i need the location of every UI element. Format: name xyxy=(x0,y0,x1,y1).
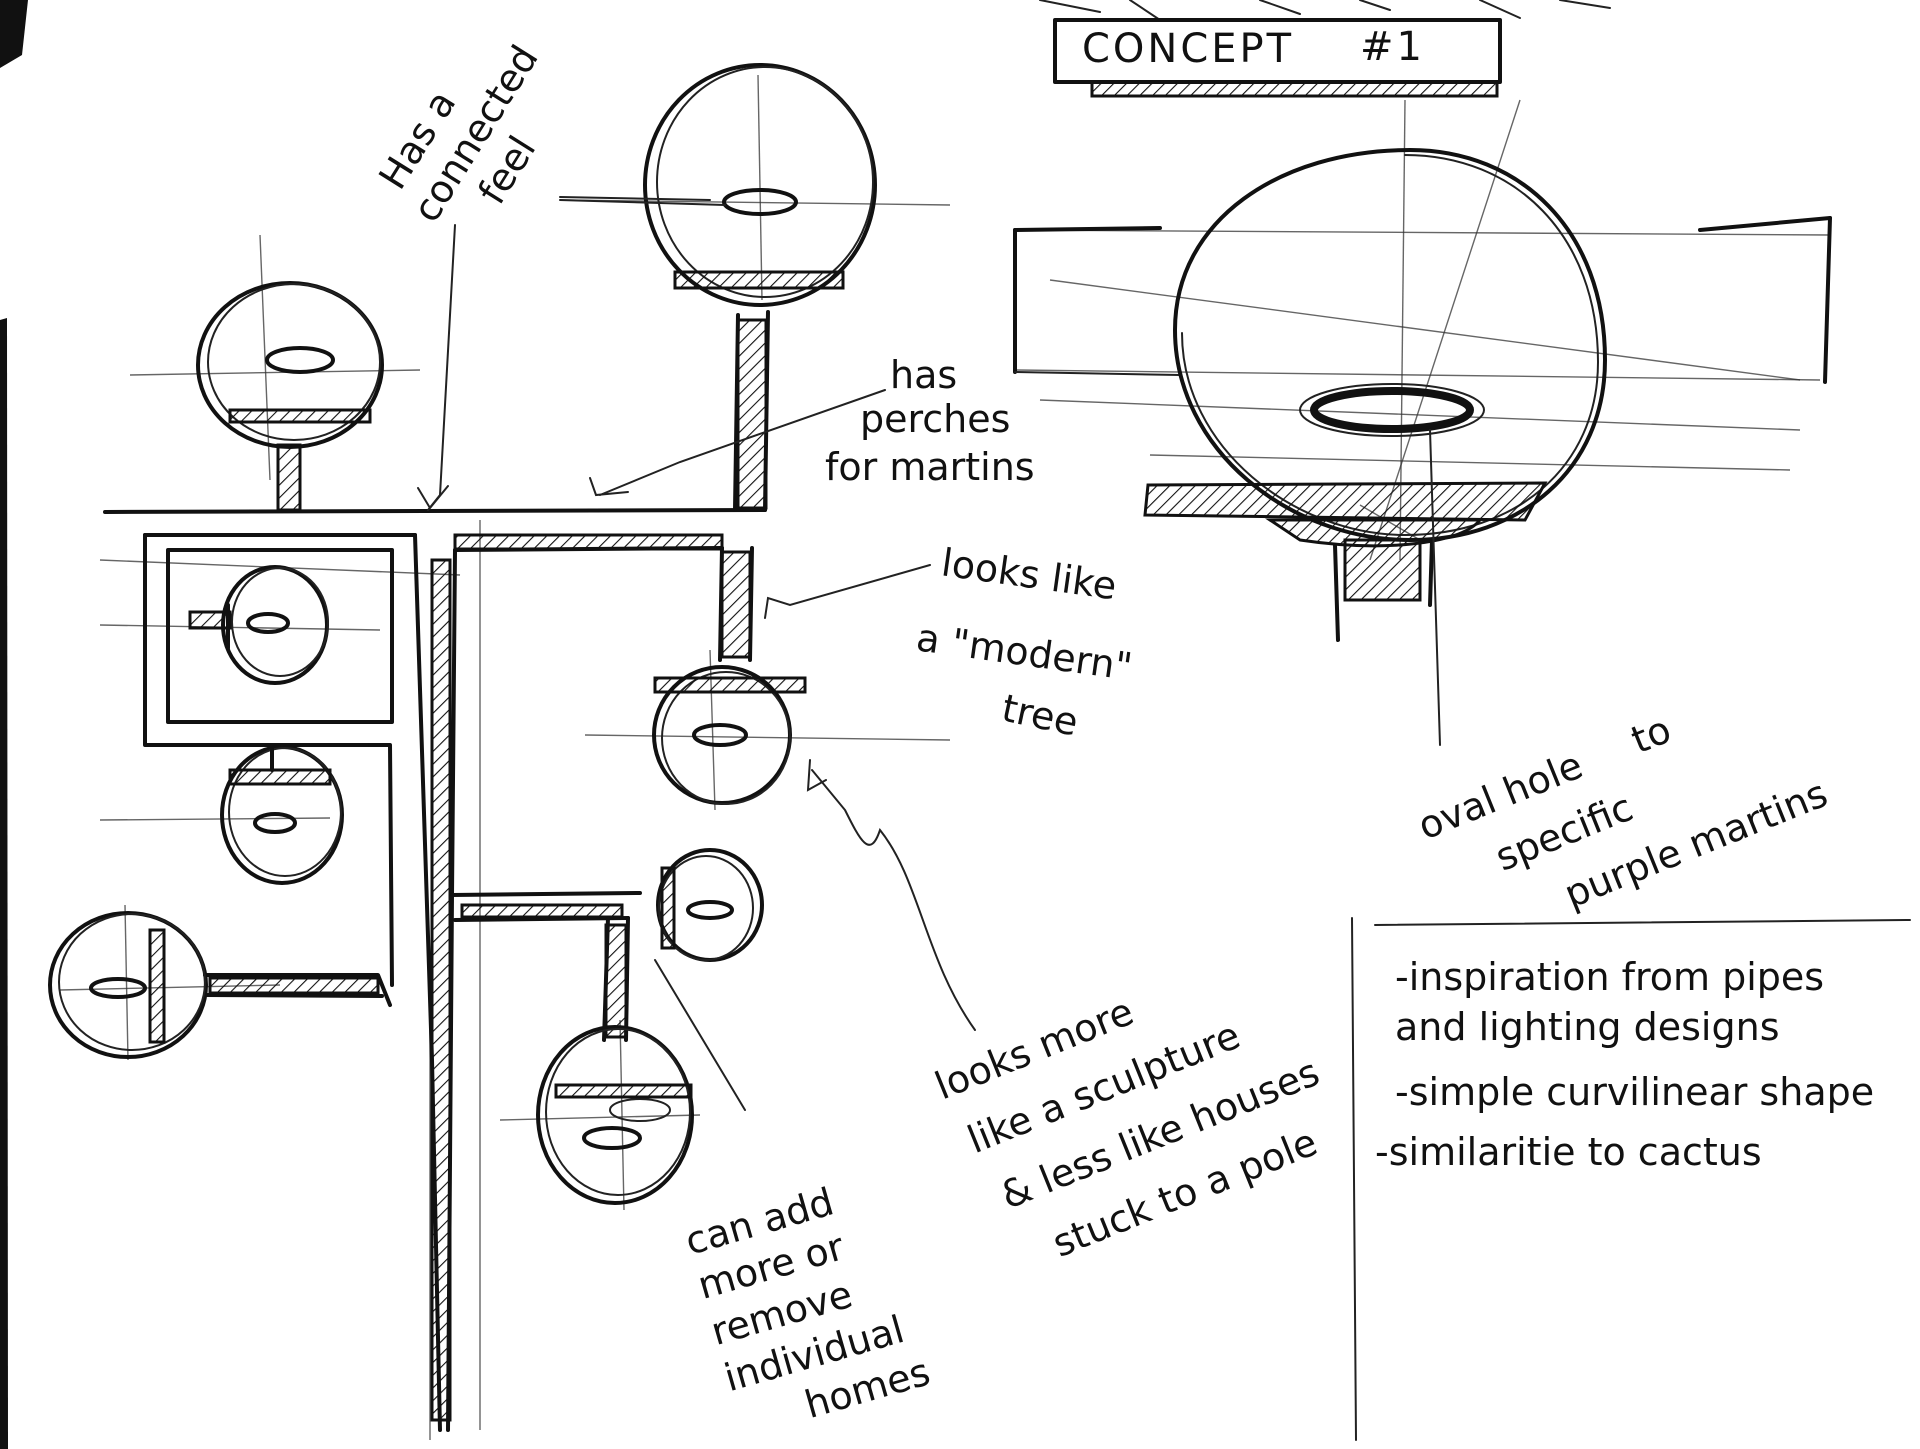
note-item: and lighting designs xyxy=(1395,1005,1780,1049)
annotation-connected-feel: Has a connected feel xyxy=(370,38,546,230)
annotation-line: a "modern" xyxy=(914,615,1135,689)
annotation-line: looks like xyxy=(939,540,1120,608)
birdhouse-top-center xyxy=(559,63,877,307)
annotation-sculpture: looks more like a sculpture & less like … xyxy=(929,989,1325,1266)
birdhouse-mid-right xyxy=(652,665,807,805)
leader-lines xyxy=(417,196,976,1111)
birdhouse-box-left xyxy=(188,565,329,685)
title-label: CONCEPT xyxy=(1082,26,1294,72)
birdhouse-mid-left xyxy=(220,745,344,885)
annotation-oval-hole: oval hole to specific purple martins xyxy=(1412,707,1834,916)
annotation-modern-tree: looks like a "modern" tree xyxy=(914,540,1135,744)
note-item: -inspiration from pipes xyxy=(1395,955,1824,999)
notes-divider xyxy=(1351,917,1911,1441)
annotation-line: perches xyxy=(860,397,1010,441)
annotation-line: has xyxy=(890,353,957,397)
pipe-structure xyxy=(103,310,770,1432)
annotation-line: tree xyxy=(998,686,1082,745)
title-box: CONCEPT #1 xyxy=(1053,18,1502,98)
note-item: -similaritie to cactus xyxy=(1375,1130,1762,1174)
annotation-line: purple martins xyxy=(1558,771,1833,916)
birdhouse-detail-view xyxy=(1013,148,1832,746)
annotation-line: for martins xyxy=(825,445,1035,489)
title-number: #1 xyxy=(1360,24,1425,70)
annotation-add-remove: can add more or remove individual homes xyxy=(680,1179,934,1427)
birdhouse-lower-center xyxy=(536,1025,694,1205)
annotation-line: to xyxy=(1625,707,1677,762)
paper-edge-marks xyxy=(0,0,1611,1449)
note-item: -simple curvilinear shape xyxy=(1395,1070,1874,1114)
birdhouse-top-left xyxy=(196,281,384,449)
birdhouse-lower-right-small xyxy=(656,848,764,962)
design-notes: -inspiration from pipes and lighting des… xyxy=(1375,955,1874,1174)
annotation-perches: has perches for martins xyxy=(825,353,1035,489)
birdhouse-far-left xyxy=(48,911,208,1059)
